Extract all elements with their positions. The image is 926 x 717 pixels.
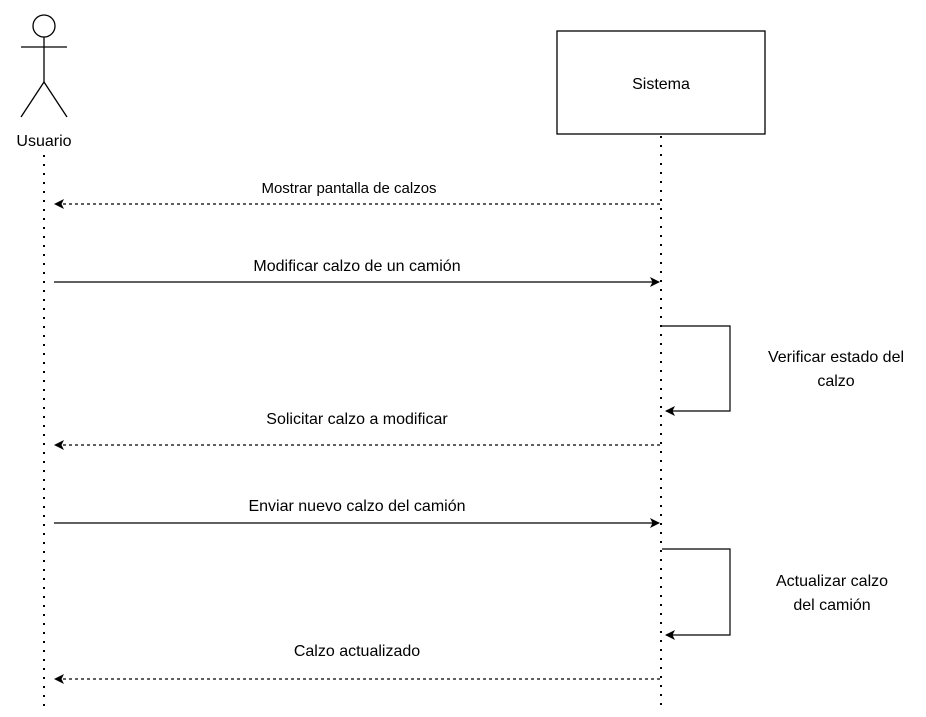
message-modify-chock-label: Modificar calzo de un camión — [253, 258, 460, 275]
system-participant: Sistema — [556, 30, 766, 135]
message-request-chock-label: Solicitar calzo a modificar — [266, 411, 448, 428]
message-chock-updated-label: Calzo actualizado — [294, 643, 420, 660]
self-message-verify-state: Verificar estado del calzo — [662, 325, 904, 416]
self-message-update-chock-label-line2: del camión — [793, 597, 870, 614]
message-show-screen-label: Mostrar pantalla de calzos — [261, 180, 436, 197]
stick-figure-icon — [20, 14, 68, 118]
message-send-new-chock: Enviar nuevo calzo del camión — [54, 498, 660, 528]
self-message-verify-state-label-line1: Verificar estado del — [768, 349, 904, 366]
self-message-verify-state-label-line2: calzo — [817, 373, 854, 390]
system-participant-box — [556, 30, 766, 135]
message-request-chock: Solicitar calzo a modificar — [54, 411, 660, 450]
self-message-verify-state-arrow — [662, 325, 731, 416]
message-send-new-chock-label: Enviar nuevo calzo del camión — [248, 498, 465, 515]
self-message-update-chock: Actualizar calzo del camión — [662, 548, 888, 640]
system-participant-label: Sistema — [632, 76, 690, 93]
self-message-update-chock-arrow — [662, 548, 731, 640]
user-actor-label: Usuario — [16, 133, 71, 150]
message-modify-chock: Modificar calzo de un camión — [54, 258, 660, 287]
message-show-screen: Mostrar pantalla de calzos — [54, 180, 660, 209]
self-message-update-chock-label-line1: Actualizar calzo — [776, 573, 888, 590]
user-actor: Usuario — [16, 14, 72, 150]
message-chock-updated: Calzo actualizado — [54, 643, 660, 684]
